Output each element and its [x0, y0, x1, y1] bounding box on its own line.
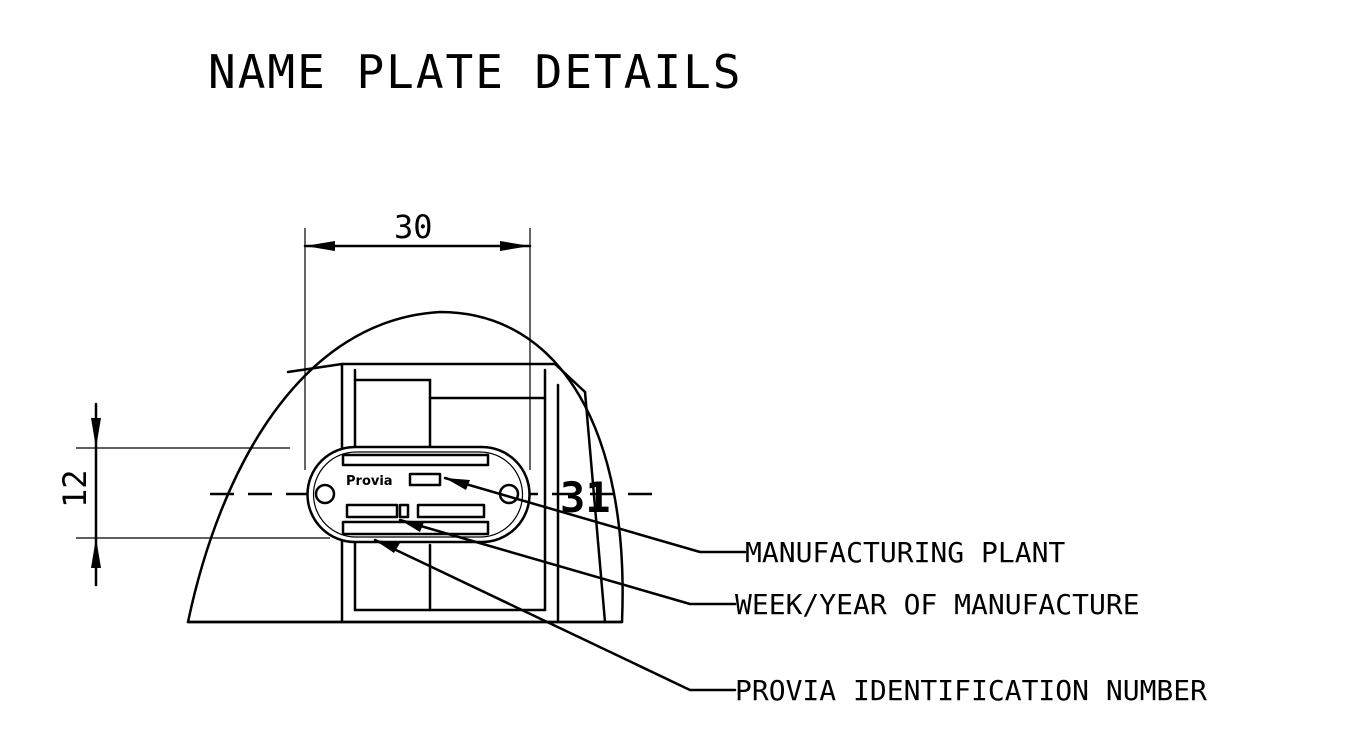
plate-brand-label: Provia: [346, 474, 393, 489]
height-dimension-label: 12: [56, 469, 94, 508]
mounting-hole-left: [314, 483, 336, 505]
callout-week-year: WEEK/YEAR OF MANUFACTURE: [735, 588, 1140, 621]
drawing-title: NAME PLATE DETAILS: [208, 45, 743, 99]
width-dimension-label: 30: [394, 208, 433, 246]
week-year-separator: [398, 503, 410, 519]
height-dimension: 12: [56, 402, 330, 587]
year-field: [416, 503, 486, 519]
name-plate: Provia: [306, 445, 531, 544]
callout-identification-number: PROVIA IDENTIFICATION NUMBER: [735, 674, 1207, 707]
plate-top-bar: [341, 453, 490, 467]
plant-code-box: [408, 472, 442, 487]
callout-manufacturing-plant: MANUFACTURING PLANT: [745, 536, 1065, 569]
week-field: [345, 503, 399, 519]
width-dimension: 30: [303, 208, 532, 470]
leader-lines: [373, 476, 747, 692]
